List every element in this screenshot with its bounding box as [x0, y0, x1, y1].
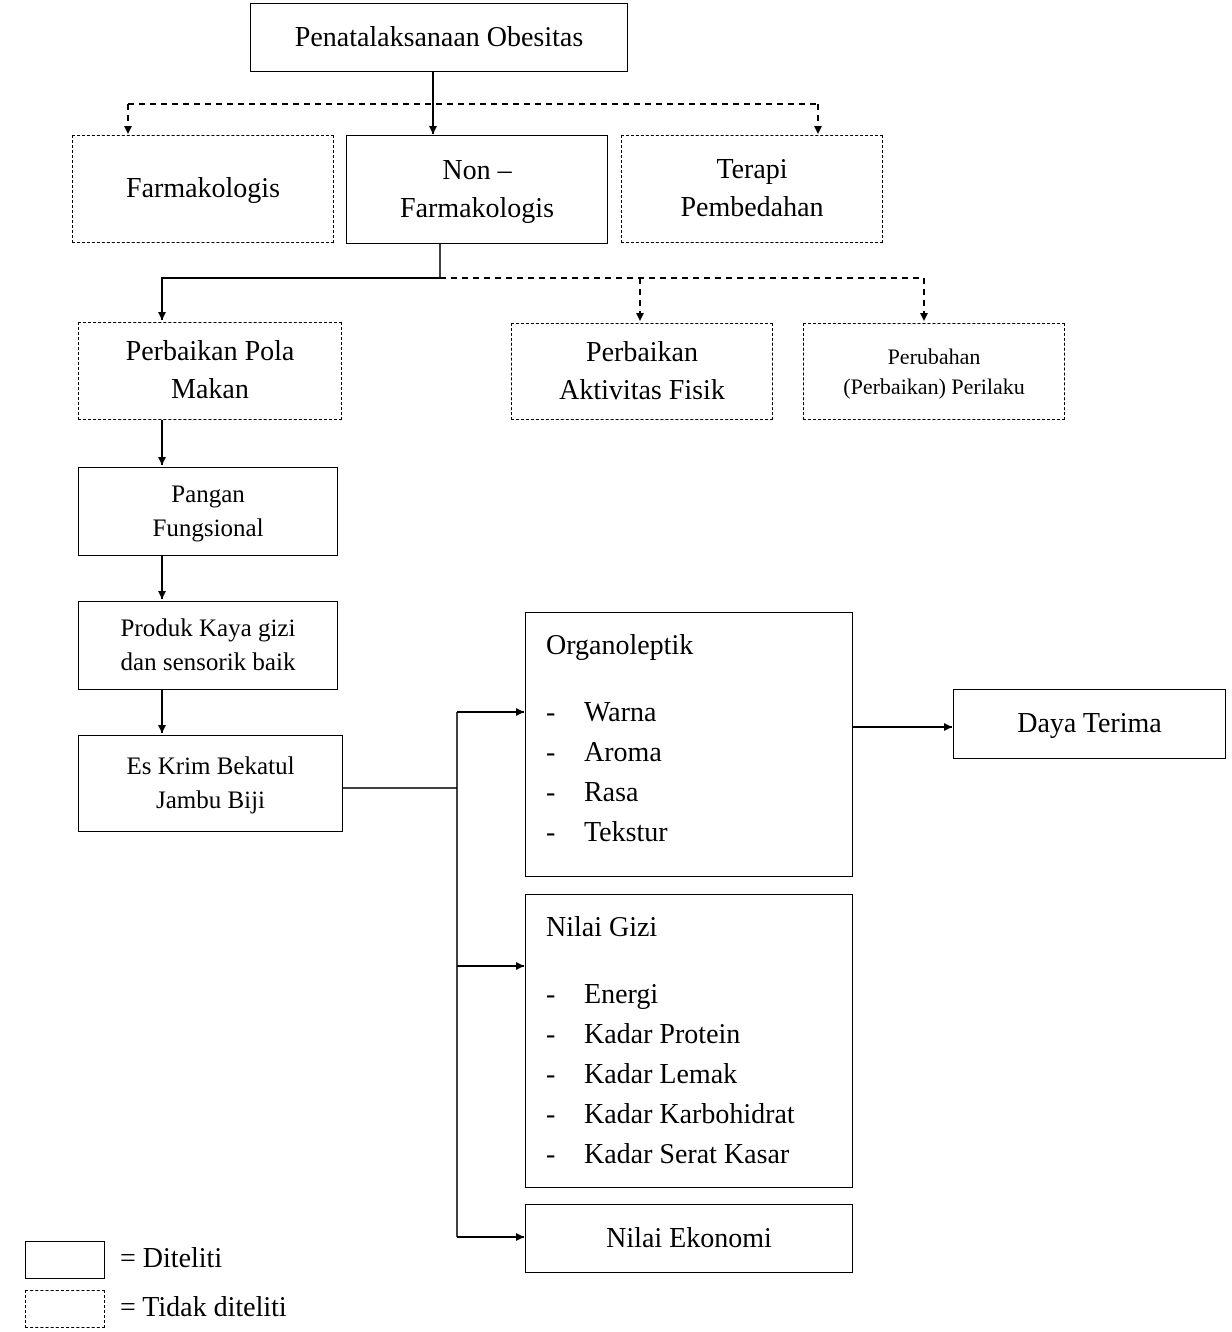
legend-solid-swatch	[25, 1241, 105, 1279]
list-item: -Energi	[546, 978, 659, 1010]
legend-dashed-label: = Tidak diteliti	[120, 1292, 287, 1323]
edge-nonfarma-polamakan	[158, 277, 440, 320]
node-nilai-gizi: Nilai Gizi -Energi -Kadar Protein -Kadar…	[525, 894, 853, 1188]
legend-solid-label: = Diteliti	[120, 1243, 223, 1274]
list-item: -Tekstur	[546, 816, 668, 848]
list-item: -Aroma	[546, 736, 662, 768]
list-item: -Kadar Serat Kasar	[546, 1138, 790, 1170]
list-item: -Rasa	[546, 776, 639, 808]
node-non-farmakologis: Non –Farmakologis	[346, 135, 608, 244]
nilai-gizi-title: Nilai Gizi	[546, 912, 658, 943]
nilai-gizi-list: -Energi -Kadar Protein -Kadar Lemak -Kad…	[546, 975, 832, 1175]
node-penatalaksanaan-obesitas: Penatalaksanaan Obesitas	[250, 3, 628, 72]
list-item: -Kadar Lemak	[546, 1058, 738, 1090]
node-perubahan-perilaku: Perubahan(Perbaikan) Perilaku	[803, 323, 1065, 420]
list-item: -Warna	[546, 696, 657, 728]
legend-dashed-swatch	[25, 1290, 105, 1328]
node-farmakologis: Farmakologis	[72, 135, 334, 243]
node-nilai-ekonomi: Nilai Ekonomi	[525, 1204, 853, 1273]
organoleptik-title: Organoleptik	[546, 630, 694, 661]
organoleptik-list: -Warna -Aroma -Rasa -Tekstur	[546, 693, 832, 853]
node-organoleptik: Organoleptik -Warna -Aroma -Rasa -Tekstu…	[525, 612, 853, 877]
list-item: -Kadar Karbohidrat	[546, 1098, 795, 1130]
node-daya-terima: Daya Terima	[953, 689, 1226, 759]
list-item: -Kadar Protein	[546, 1018, 741, 1050]
